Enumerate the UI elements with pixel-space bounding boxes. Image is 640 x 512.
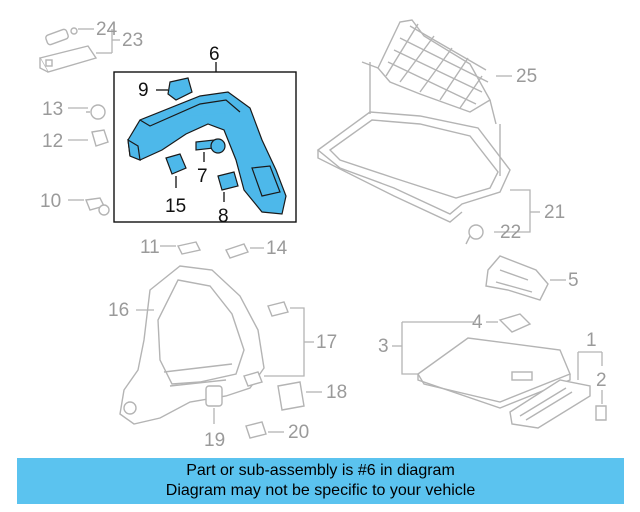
callout-14: 14 xyxy=(266,238,288,259)
part-20-bolt xyxy=(245,421,267,439)
part-14-screw xyxy=(225,243,249,259)
callout-21: 21 xyxy=(544,202,565,223)
part-5-bracket xyxy=(485,255,549,301)
part-18-clip xyxy=(277,381,305,411)
callout-20: 20 xyxy=(288,422,309,443)
callout-15: 15 xyxy=(165,196,186,217)
group-box-6 xyxy=(113,71,297,223)
part-3-floor-board xyxy=(417,337,571,409)
callout-24: 24 xyxy=(96,19,118,40)
callout-7: 7 xyxy=(197,166,208,187)
callout-17: 17 xyxy=(316,332,337,353)
callout-13: 13 xyxy=(42,99,63,120)
part-15-clip xyxy=(165,153,187,175)
part-19-cover xyxy=(205,385,223,407)
part-21-tonneau-cover xyxy=(316,62,511,223)
callout-23: 23 xyxy=(122,30,143,51)
part-23-housing xyxy=(38,45,98,73)
callout-19: 19 xyxy=(204,430,225,451)
callout-4: 4 xyxy=(472,312,483,333)
part-1-sill-plate xyxy=(509,379,591,429)
leader-3b xyxy=(401,322,418,375)
callout-6: 6 xyxy=(209,44,220,65)
part-12-nut xyxy=(91,129,109,147)
callout-2: 2 xyxy=(596,370,607,391)
part-25-cargo-net xyxy=(361,19,497,125)
callout-25: 25 xyxy=(516,66,537,87)
part-7-push-pin xyxy=(195,138,226,154)
info-banner: Part or sub-assembly is #6 in diagram Di… xyxy=(17,458,624,504)
callout-5: 5 xyxy=(568,270,579,291)
banner-line-2: Diagram may not be specific to your vehi… xyxy=(165,482,476,499)
callout-12: 12 xyxy=(42,131,63,152)
part-11-screw xyxy=(176,241,202,255)
part-9-bracket xyxy=(167,77,193,101)
part-24-clip xyxy=(45,27,78,46)
part-4-pad xyxy=(498,313,532,333)
callout-1: 1 xyxy=(586,330,597,351)
callout-11: 11 xyxy=(140,237,160,258)
part-17-clips xyxy=(243,301,289,387)
part-2-clip xyxy=(595,405,607,421)
callout-9: 9 xyxy=(138,80,149,101)
part-13-screw xyxy=(86,104,106,120)
leader-21a xyxy=(494,189,531,233)
callout-18: 18 xyxy=(326,382,347,403)
part-6-quarter-trim xyxy=(127,91,287,215)
callout-22: 22 xyxy=(500,222,521,243)
callout-8: 8 xyxy=(218,206,229,227)
part-22-hook xyxy=(465,224,484,245)
part-16-side-trim xyxy=(119,265,265,425)
callout-3: 3 xyxy=(378,336,389,357)
part-10-bolt xyxy=(85,197,110,216)
leader-17a xyxy=(264,307,305,377)
callout-16: 16 xyxy=(108,300,129,321)
callout-10: 10 xyxy=(40,191,61,212)
banner-line-1: Part or sub-assembly is #6 in diagram xyxy=(186,462,455,479)
part-8-clip xyxy=(217,171,239,191)
